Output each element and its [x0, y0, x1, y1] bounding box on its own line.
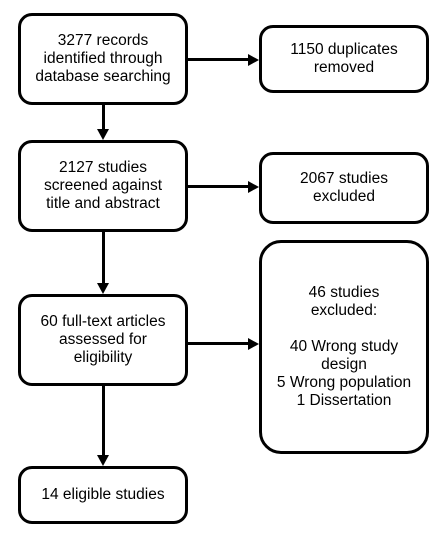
screened-studies-box: 2127 studies screened against title and …: [18, 140, 188, 232]
arrow-fulltext-to-eligible-head: [97, 455, 109, 466]
identified-records-box: 3277 records identified through database…: [18, 13, 188, 105]
excluded-screening-box: 2067 studies excluded: [259, 152, 429, 224]
arrow-screened-to-excluded-line: [188, 185, 249, 188]
excluded-fulltext-box: 46 studies excluded: 40 Wrong study desi…: [259, 240, 429, 454]
arrow-fulltext-to-excluded-head: [248, 337, 259, 350]
arrow-screened-to-fulltext-line: [101, 232, 105, 284]
arrow-screened-to-fulltext-head: [97, 283, 109, 294]
fulltext-assessed-box: 60 full-text articles assessed for eligi…: [18, 294, 188, 386]
arrow-fulltext-to-excluded-line: [188, 342, 249, 345]
arrow-screened-to-excluded-head: [248, 180, 259, 193]
arrow-identified-to-screened-line: [101, 105, 105, 130]
duplicates-removed-box: 1150 duplicates removed: [259, 25, 429, 93]
eligible-studies-box: 14 eligible studies: [18, 466, 188, 524]
arrow-identified-to-duplicates-line: [188, 58, 249, 61]
arrow-fulltext-to-eligible-line: [101, 386, 105, 456]
arrow-identified-to-duplicates-head: [248, 53, 259, 66]
arrow-identified-to-screened-head: [97, 129, 109, 140]
